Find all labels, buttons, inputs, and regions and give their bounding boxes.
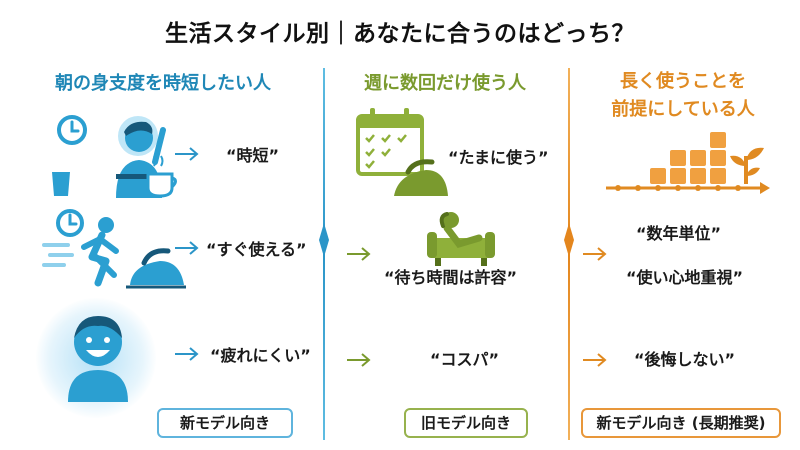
arrow-right-icon [583, 353, 607, 367]
label-ready-to-use: “すぐ使える” [206, 240, 307, 259]
smiling-person-icon [68, 316, 128, 402]
coffee-icon [146, 155, 177, 198]
label-less-tiring: “疲れにくい” [210, 346, 311, 365]
arrow-right-icon [175, 241, 199, 255]
iron-icon [394, 159, 448, 196]
label-comfort-focus: “使い心地重視” [626, 268, 744, 287]
quick-use-icon-group [42, 209, 186, 289]
growth-timeline-icon [606, 132, 770, 194]
clock-icon [56, 209, 84, 237]
clock-icon [57, 115, 87, 145]
recommendation-new-model-long-term-button[interactable]: 新モデル向き (長期推奨) [581, 408, 781, 438]
iron-icon [126, 248, 186, 289]
arrow-right-icon [583, 247, 607, 261]
sprout-icon [730, 147, 764, 184]
label-no-regret: “後悔しない” [634, 350, 736, 369]
relaxing-person-icon [427, 212, 495, 266]
column-divider-orange [564, 68, 574, 440]
column-divider-blue [319, 68, 329, 440]
busy-person-icon [116, 116, 166, 198]
busy-morning-icon-group [52, 115, 177, 198]
calendar-icon [356, 108, 424, 176]
column-heading-long-term-line1: 長く使うことを [620, 71, 746, 92]
column-heading-long-term: 長く使うことを 前提にしている人 [578, 68, 788, 124]
label-wait-acceptable: “待ち時間は許容” [384, 268, 518, 287]
arrow-right-icon [175, 147, 199, 161]
label-cost-performance: “コスパ” [430, 350, 500, 369]
label-time-saving: “時短” [226, 146, 280, 165]
column-heading-occasional-use: 週に数回だけ使う人 [364, 73, 526, 94]
calendar-iron-icon-group [356, 108, 448, 196]
label-several-years: “数年単位” [636, 224, 722, 243]
arrow-right-icon [175, 347, 199, 361]
arrow-right-icon [347, 247, 371, 261]
drink-cup-icon [52, 172, 70, 196]
speed-lines-icon [42, 243, 74, 267]
arrow-right-icon [347, 353, 371, 367]
recommendation-old-model-button[interactable]: 旧モデル向き [404, 408, 528, 438]
column-heading-time-saving: 朝の身支度を時短したい人 [55, 73, 271, 94]
running-person-icon [81, 217, 119, 287]
recommendation-new-model-button[interactable]: 新モデル向き [157, 408, 293, 438]
page-title: 生活スタイル別｜あなたに合うのはどっち？ [165, 21, 635, 47]
label-occasional-use: “たまに使う” [448, 148, 549, 167]
column-heading-long-term-line2: 前提にしている人 [611, 99, 755, 120]
